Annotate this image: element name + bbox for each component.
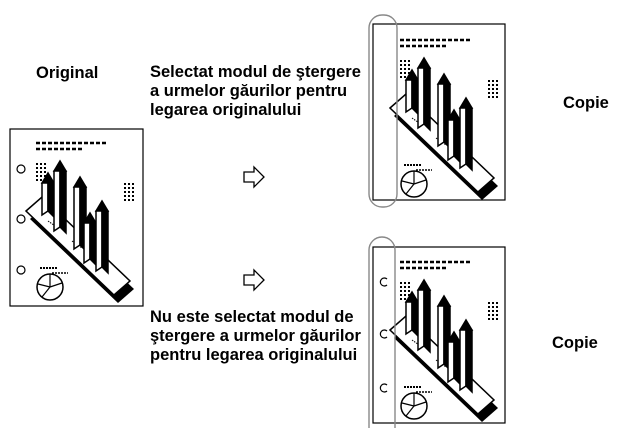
margin-highlight [368,236,396,428]
erase-selected-caption: Selectat modul de ştergere a urmelor gău… [150,63,361,119]
copy-page-erased [368,14,506,208]
copy-page-not-erased [368,236,506,428]
hollow-right-arrow-icon [243,268,265,292]
punch-hole-icon [379,277,388,287]
original-label: Original [36,64,99,82]
punch-hole-icon [16,214,26,224]
copy-top-label: Copie [563,94,609,112]
original-page [9,128,144,307]
hollow-right-arrow-icon [243,165,265,189]
erase-not-selected-caption: Nu este selectat modul de ştergere a urm… [150,308,361,364]
copy-bottom-label: Copie [552,334,598,352]
punch-hole-icon [379,383,388,393]
punch-hole-icon [379,329,388,339]
erased-margin-highlight [368,14,398,208]
punch-hole-icon [16,265,26,275]
punch-hole-icon [16,164,26,174]
